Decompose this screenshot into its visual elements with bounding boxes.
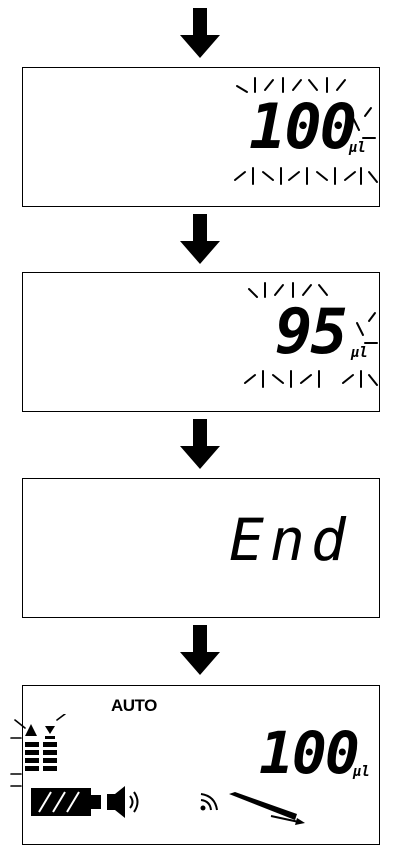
pipette-tip-icon [229, 792, 305, 825]
flash-rays-icon [244, 282, 378, 388]
auto-mode-label: AUTO [111, 696, 157, 715]
down-arrow-icon [180, 214, 220, 264]
level-up-down-icon [10, 714, 66, 787]
lcd-panel-final: AUTO [10, 685, 380, 845]
volume-value: 100 [249, 90, 357, 163]
end-message: End [229, 506, 352, 574]
lcd-panel-step-3: End [22, 478, 380, 618]
speaker-icon [107, 786, 139, 818]
flash-rays-icon [234, 77, 378, 185]
down-arrow-icon [180, 8, 220, 58]
battery-icon [31, 788, 101, 816]
volume-unit: µl [353, 764, 370, 780]
lcd-panel-step-2: 95 µl [22, 272, 380, 412]
down-arrow-icon [180, 419, 220, 469]
down-arrow-icon [180, 625, 220, 675]
volume-value: 95 [275, 295, 348, 368]
lcd-panel-step-1: 100 µl [22, 67, 380, 207]
volume-unit: µl [349, 140, 366, 156]
volume-value: 100 [259, 719, 360, 787]
signal-icon [200, 793, 218, 811]
volume-unit: µl [351, 345, 368, 361]
